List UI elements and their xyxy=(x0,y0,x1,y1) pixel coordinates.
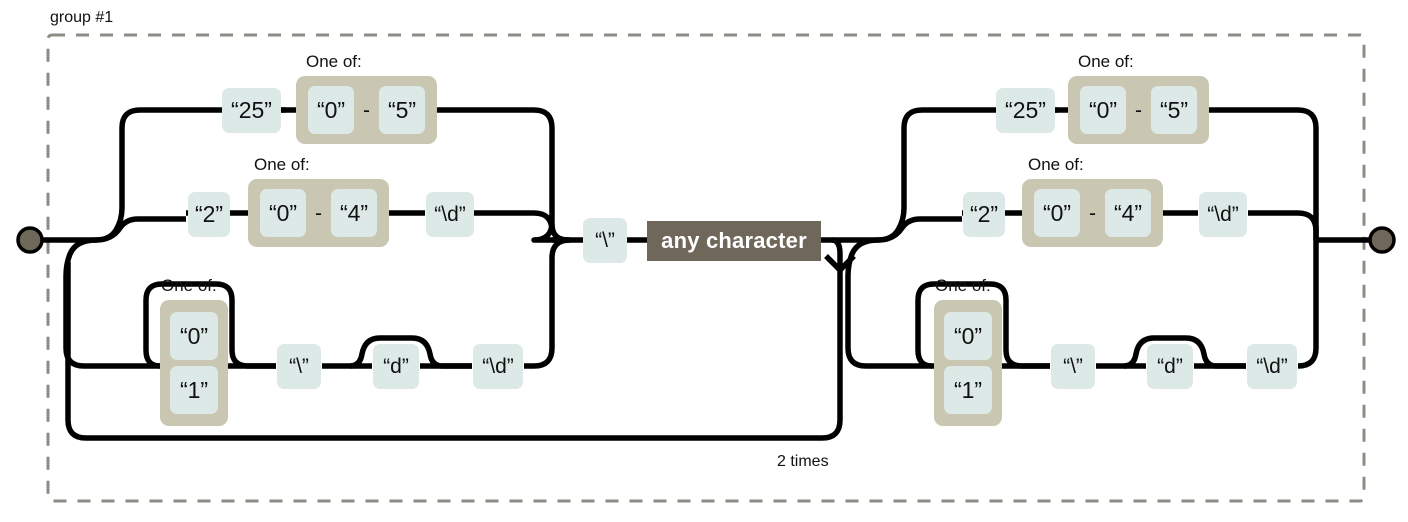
one-of-group-b2-right: “0” - “4” xyxy=(1022,179,1163,247)
token-literal-backslash-d-b3-right[interactable]: “\d” xyxy=(1247,344,1297,389)
one-of-caption-b2-left: One of: xyxy=(254,155,310,174)
one-of-group-b2-left: “0” - “4” xyxy=(248,179,389,247)
token-literal-d-b3-left[interactable]: “d” xyxy=(373,344,419,389)
one-of-group-b3-left: “0” “1” xyxy=(160,300,228,426)
token-literal-5-b1-right[interactable]: “5” xyxy=(1151,86,1197,134)
one-of-group-b1-right: “0” - “5” xyxy=(1068,76,1209,144)
token-literal-25-right[interactable]: “25” xyxy=(996,88,1055,133)
token-literal-4-b2-right[interactable]: “4” xyxy=(1105,189,1151,237)
token-literal-2-right[interactable]: “2” xyxy=(963,192,1005,237)
token-literal-d-b3-right[interactable]: “d” xyxy=(1147,344,1193,389)
one-of-caption-b3-left: One of: xyxy=(161,276,217,295)
token-literal-backslash-b3-right[interactable]: “\” xyxy=(1051,344,1095,389)
one-of-group-b3-right: “0” “1” xyxy=(934,300,1002,426)
token-literal-1-b3-right[interactable]: “1” xyxy=(944,366,992,414)
token-literal-backslash-d-b2-right[interactable]: “\d” xyxy=(1199,192,1247,237)
one-of-caption-b2-right: One of: xyxy=(1028,155,1084,174)
range-separator-b1-left: - xyxy=(363,98,370,122)
one-of-caption-b1-right: One of: xyxy=(1078,52,1134,71)
one-of-caption-b3-right: One of: xyxy=(935,276,991,295)
start-node xyxy=(16,226,44,254)
token-literal-0-b2-left[interactable]: “0” xyxy=(260,189,306,237)
token-literal-backslash-d-b2-left[interactable]: “\d” xyxy=(426,192,474,237)
token-literal-escape-middle[interactable]: “\” xyxy=(583,218,627,263)
token-literal-backslash-d-b3-left[interactable]: “\d” xyxy=(473,344,523,389)
group-border xyxy=(46,33,1366,503)
token-literal-0-b1-left[interactable]: “0” xyxy=(308,86,354,134)
token-literal-25-left[interactable]: “25” xyxy=(222,88,281,133)
token-literal-2-left[interactable]: “2” xyxy=(188,192,230,237)
token-literal-0-b2-right[interactable]: “0” xyxy=(1034,189,1080,237)
range-separator-b2-left: - xyxy=(315,201,322,225)
token-literal-0-b1-right[interactable]: “0” xyxy=(1080,86,1126,134)
token-literal-1-b3-left[interactable]: “1” xyxy=(170,366,218,414)
token-literal-backslash-b3-left[interactable]: “\” xyxy=(277,344,321,389)
group-label: group #1 xyxy=(50,9,114,26)
token-literal-5-b1-left[interactable]: “5” xyxy=(379,86,425,134)
one-of-caption-b1-left: One of: xyxy=(306,52,362,71)
loop-count-label: 2 times xyxy=(777,453,829,470)
token-literal-0-b3-left[interactable]: “0” xyxy=(170,312,218,360)
end-node xyxy=(1368,226,1396,254)
any-character-box[interactable]: any character xyxy=(647,221,821,261)
one-of-group-b1-left: “0” - “5” xyxy=(296,76,437,144)
range-separator-b2-right: - xyxy=(1089,201,1096,225)
token-literal-4-b2-left[interactable]: “4” xyxy=(331,189,377,237)
range-separator-b1-right: - xyxy=(1135,98,1142,122)
token-literal-0-b3-right[interactable]: “0” xyxy=(944,312,992,360)
